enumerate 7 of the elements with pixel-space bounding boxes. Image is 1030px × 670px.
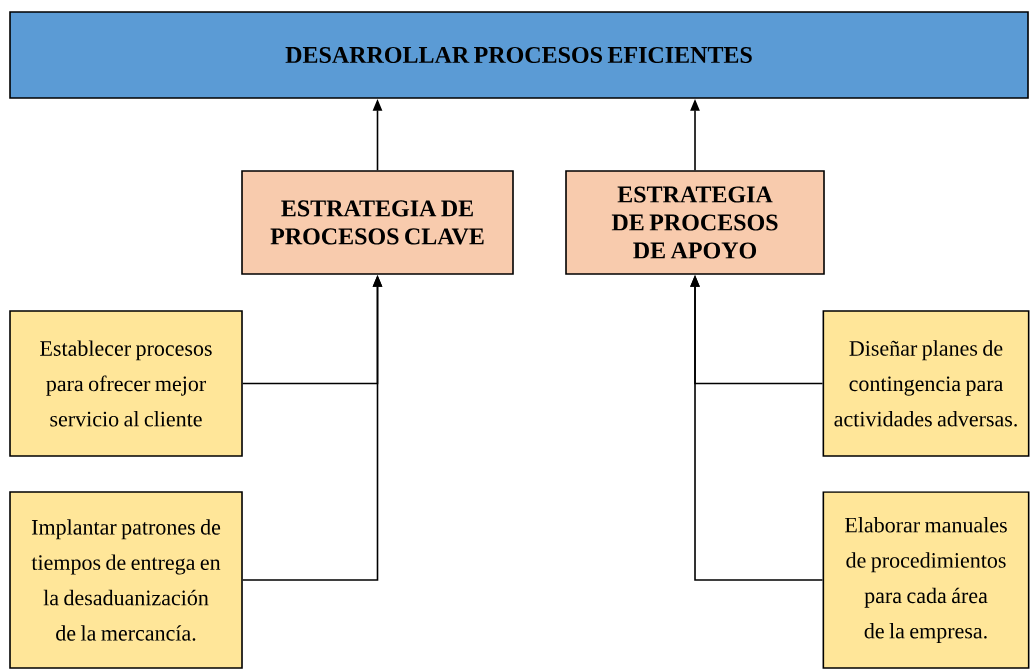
strategy-box: ESTRATEGIA DE PROCESOS DE APOYO (565, 170, 825, 275)
strategy-box: ESTRATEGIA DE PROCESOS CLAVE (241, 170, 514, 275)
action-box: Elaborar manuales de procedimientos para cada área de la empresa. (822, 491, 1030, 669)
action-box: Diseñar planes de contingencia para actividades adversas. (822, 310, 1030, 457)
title-band: DESARROLLAR PROCESOS EFICIENTES (9, 11, 1029, 99)
action-box: Establecer procesos para ofrecer mejor servicio al cliente (9, 310, 243, 457)
action-box: Implantar patrones de tiempos de entrega en la desaduanización de la mercancía. (9, 491, 243, 669)
